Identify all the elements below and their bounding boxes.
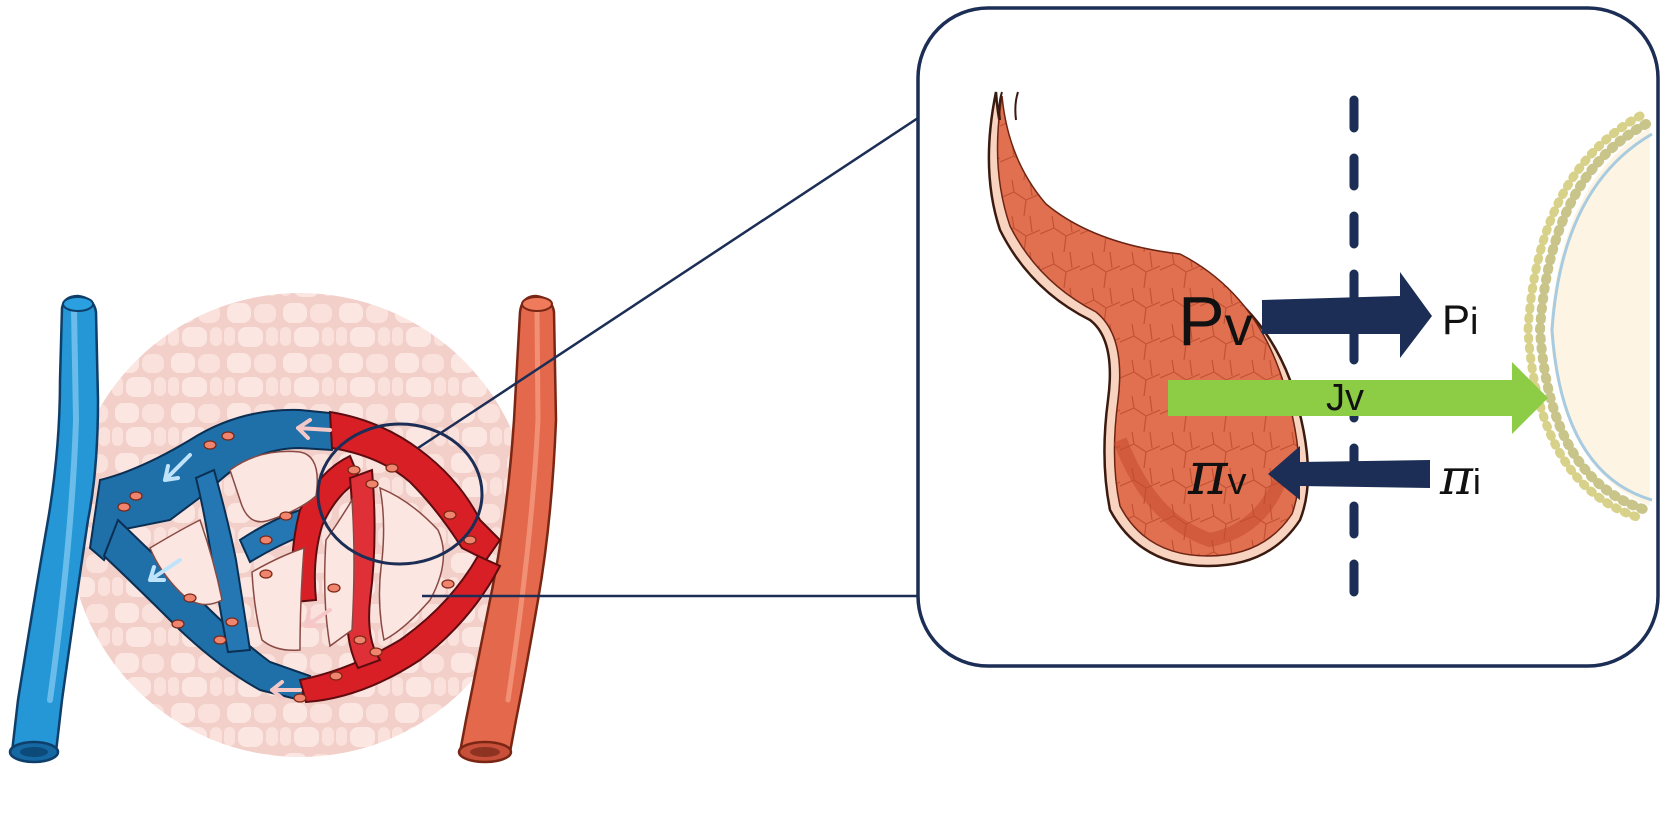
jv-label: Jv bbox=[1326, 377, 1364, 419]
zoom-panel bbox=[918, 8, 1658, 666]
pv-label: Pv bbox=[1178, 282, 1253, 360]
venule-vessel bbox=[10, 296, 98, 762]
pi-label: Pi bbox=[1442, 296, 1478, 343]
capillary-bed-illustration bbox=[10, 290, 556, 770]
connector-line-top bbox=[418, 118, 918, 448]
